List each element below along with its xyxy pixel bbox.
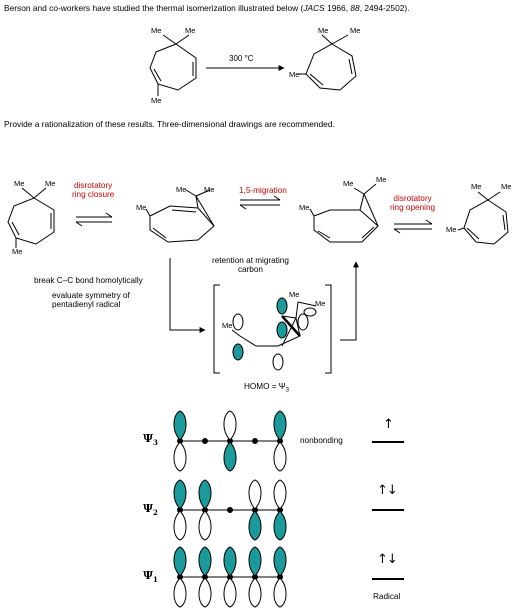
step3-line1: disrotatory [393, 194, 432, 203]
step3-label: disrotatory ring opening [390, 194, 435, 213]
mech-structure-4 [457, 191, 509, 245]
me-label-m2-3: Me [136, 203, 147, 212]
me-label-m4-1: Me [471, 182, 482, 191]
arrow-from-radical [340, 261, 359, 341]
me-label-pr-3: Me [289, 70, 300, 79]
retention-line1: retention at migrating [212, 256, 289, 265]
me-label-m2-2: Me [204, 185, 215, 194]
me-label-m3-2: Me [376, 175, 387, 184]
evaluate-line2: pentadienyl radical [52, 300, 121, 310]
step1-label: disrotatory ring closure [72, 181, 114, 200]
me-label-rad-1: Me [222, 321, 233, 330]
psi2-label: Ψ2 [143, 502, 158, 518]
psi2-subscript: 2 [153, 508, 158, 518]
me-label-sm-1: Me [151, 26, 162, 35]
psi3-electron: ↑ [383, 417, 394, 432]
psi3-symbol: Ψ [143, 432, 154, 445]
problem-statement: Berson and co-workers have studied the t… [4, 3, 410, 14]
reaction-condition: 300 °C [229, 54, 254, 63]
homo-prefix: HOMO = Ψ [244, 382, 286, 391]
question-text: Provide a rationalization of these resul… [4, 119, 335, 129]
psi3-orbitals [173, 410, 287, 472]
me-label-sm-2: Me [185, 26, 196, 35]
psi1-symbol: Ψ [143, 569, 154, 582]
psi2-electrons: ↑↓ [377, 483, 398, 498]
evaluate-line1: evaluate symmetry of [52, 291, 130, 300]
arrow-to-radical [169, 258, 206, 333]
me-label-rad-2: Me [289, 290, 300, 299]
step1-line1: disrotatory [74, 181, 113, 190]
radical-intermediate [231, 297, 317, 371]
starting-material [149, 34, 197, 96]
me-label-m3-3: Me [299, 203, 310, 212]
bracket-right [325, 284, 332, 374]
psi1-electrons: ↑↓ [377, 552, 398, 567]
journal-name: JACS [303, 3, 325, 13]
me-label-m1-2: Me [45, 179, 56, 188]
break-bond-label: break C–C bond homolytically [34, 276, 143, 285]
me-label-pr-2: Me [350, 26, 361, 35]
homo-subscript: 3 [285, 387, 289, 394]
step1-line2: ring closure [72, 190, 115, 200]
evaluate-label: evaluate symmetry of pentadienyl radical [52, 291, 130, 310]
me-label-m1-1: Me [14, 179, 25, 188]
separator: , [345, 3, 351, 13]
mech-structure-3 [309, 183, 379, 243]
mech-structure-1 [7, 187, 55, 248]
me-label-m2-1: Me [176, 185, 187, 194]
journal-year: 1966 [324, 3, 346, 13]
me-label-m1-3: Me [12, 247, 23, 256]
me-label-pr-1: Me [318, 26, 329, 35]
psi1-label: Ψ1 [143, 569, 158, 585]
me-label-sm-3: Me [151, 96, 162, 105]
me-label-m3-1: Me [343, 179, 354, 188]
homo-label: HOMO = Ψ3 [244, 382, 289, 395]
psi3-label: Ψ3 [143, 432, 158, 448]
me-label-m4-3: Me [446, 225, 457, 234]
intro-text: Berson and co-workers have studied the t… [4, 3, 304, 13]
bracket-left [213, 284, 220, 374]
psi1-subscript: 1 [153, 575, 158, 585]
equilibrium-arrows-3 [393, 219, 433, 234]
me-label-m4-2: Me [501, 182, 512, 191]
journal-volume: 88 [350, 3, 360, 13]
retention-line2: carbon [237, 265, 263, 275]
equilibrium-arrows-2 [239, 195, 281, 210]
step2-label: 1,5-migration [239, 186, 287, 195]
radical-label: Radical [373, 592, 401, 601]
psi2-orbitals [173, 479, 287, 541]
product [298, 34, 357, 91]
me-label-rad-3: Me [315, 299, 326, 308]
psi1-orbitals [173, 546, 287, 608]
step3-line2: ring opening [390, 203, 436, 213]
nonbonding-label: nonbonding [300, 436, 343, 445]
retention-label: retention at migrating carbon [212, 256, 289, 275]
mech-structure-2 [145, 189, 215, 243]
journal-pages: , 2494-2502). [359, 3, 410, 13]
psi2-symbol: Ψ [143, 502, 154, 515]
equilibrium-arrows-1 [75, 212, 113, 227]
psi3-subscript: 3 [153, 438, 158, 448]
